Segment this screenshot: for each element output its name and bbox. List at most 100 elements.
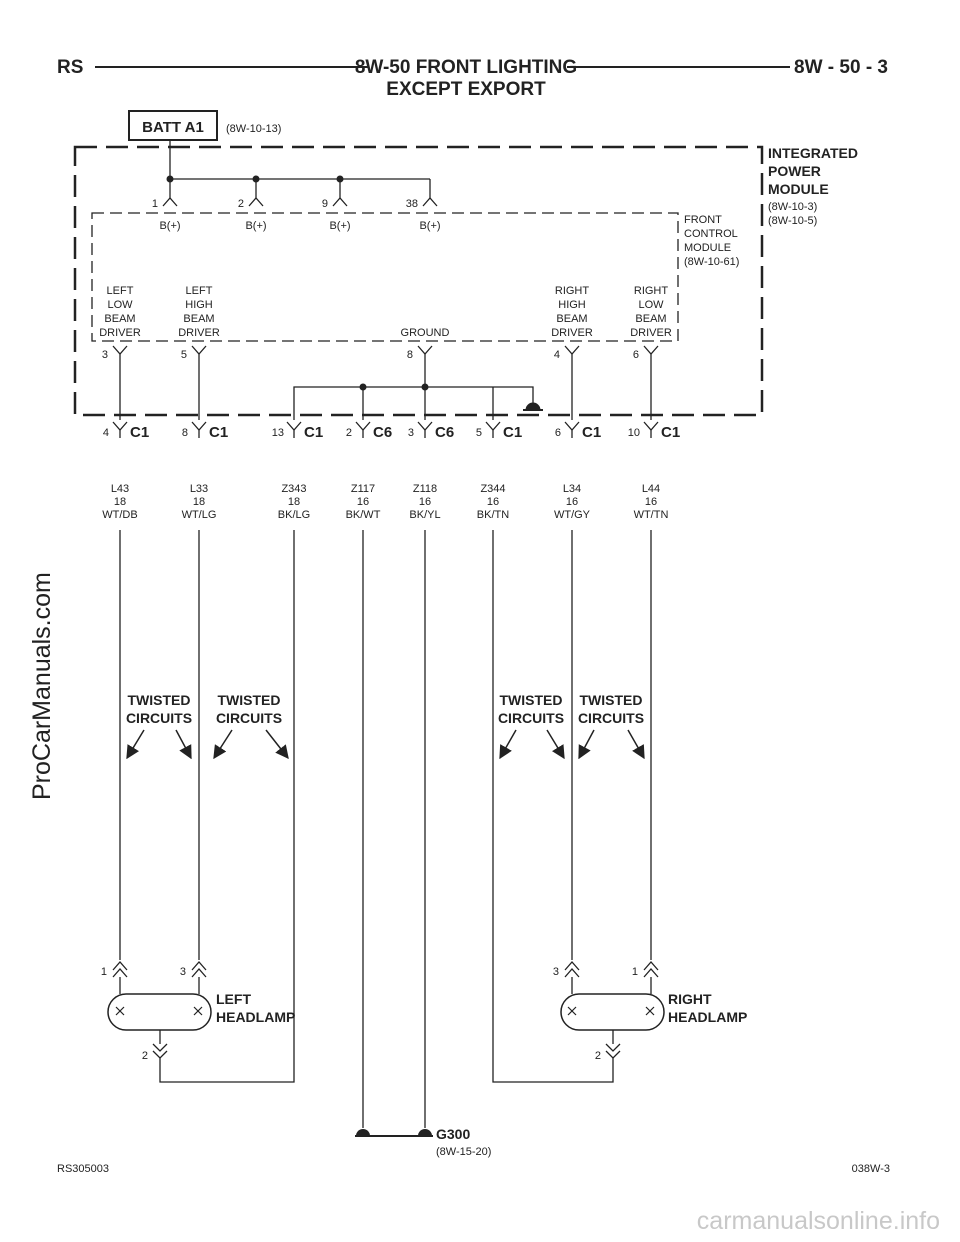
fcm-label-1: FRONT bbox=[684, 214, 722, 226]
svg-text:Z343: Z343 bbox=[281, 483, 306, 495]
ipm-box bbox=[73, 145, 764, 417]
svg-text:BK/TN: BK/TN bbox=[477, 509, 509, 521]
conn-name: C6 bbox=[373, 424, 392, 441]
right-lamp-pin: 1 bbox=[632, 966, 638, 978]
svg-text:WT/DB: WT/DB bbox=[102, 509, 137, 521]
svg-text:16: 16 bbox=[419, 496, 431, 508]
right-headlamp-pins bbox=[564, 961, 659, 1059]
svg-text:16: 16 bbox=[645, 496, 657, 508]
fcm-label-3: MODULE bbox=[684, 242, 731, 254]
g300-label: G300 bbox=[436, 1126, 470, 1142]
svg-text:WT/GY: WT/GY bbox=[554, 509, 591, 521]
header-left: RS bbox=[57, 57, 83, 78]
svg-text:BEAM: BEAM bbox=[635, 313, 666, 325]
page-header: RS 8W-50 FRONT LIGHTING EXCEPT EXPORT 8W… bbox=[57, 57, 888, 100]
svg-text:RIGHT: RIGHT bbox=[555, 285, 590, 297]
right-headlamp-bulb bbox=[560, 993, 665, 1031]
svg-text:LOW: LOW bbox=[638, 299, 664, 311]
svg-text:BEAM: BEAM bbox=[183, 313, 214, 325]
left-headlamp-bulb bbox=[107, 993, 212, 1031]
fcm-label-2: CONTROL bbox=[684, 228, 738, 240]
twisted-label-3: TWISTED CIRCUITS bbox=[498, 692, 564, 726]
ground-symbol bbox=[525, 402, 541, 411]
conn-name: C1 bbox=[209, 424, 228, 441]
svg-text:TWISTED: TWISTED bbox=[128, 692, 191, 708]
twisted-label-4: TWISTED CIRCUITS bbox=[578, 692, 644, 726]
conn-pin: 13 bbox=[272, 427, 284, 439]
svg-text:CIRCUITS: CIRCUITS bbox=[126, 710, 192, 726]
svg-text:DRIVER: DRIVER bbox=[99, 327, 141, 339]
twisted-label-2: TWISTED CIRCUITS bbox=[216, 692, 282, 726]
svg-text:LEFT: LEFT bbox=[107, 285, 134, 297]
driver-left-low: LEFT LOW BEAM DRIVER bbox=[99, 285, 141, 339]
footer-right: 038W-3 bbox=[852, 1163, 890, 1175]
svg-text:L43: L43 bbox=[111, 483, 129, 495]
conn-name: C1 bbox=[661, 424, 680, 441]
svg-text:Z344: Z344 bbox=[480, 483, 505, 495]
left-headlamp-label: HEADLAMP bbox=[216, 1009, 295, 1025]
svg-text:CIRCUITS: CIRCUITS bbox=[578, 710, 644, 726]
splice-dot bbox=[166, 175, 174, 183]
right-headlamp-label: RIGHT bbox=[668, 991, 712, 1007]
bplus-label: B(+) bbox=[329, 220, 350, 232]
splice-dot bbox=[252, 175, 260, 183]
g300-ground bbox=[355, 1129, 433, 1137]
left-headlamp-label: LEFT bbox=[216, 991, 251, 1007]
svg-text:L33: L33 bbox=[190, 483, 208, 495]
left-lamp-pin: 1 bbox=[101, 966, 107, 978]
left-headlamp-pins bbox=[112, 961, 207, 1059]
svg-text:DRIVER: DRIVER bbox=[551, 327, 593, 339]
right-lamp-pin: 2 bbox=[595, 1050, 601, 1062]
batt-ref: (8W-10-13) bbox=[226, 123, 281, 135]
g300-ref: (8W-15-20) bbox=[436, 1146, 491, 1158]
batt-box bbox=[128, 110, 218, 141]
ipm-label-1: INTEGRATED bbox=[768, 145, 858, 161]
header-title: 8W-50 FRONT LIGHTING bbox=[355, 57, 577, 78]
svg-text:TWISTED: TWISTED bbox=[218, 692, 281, 708]
svg-text:DRIVER: DRIVER bbox=[178, 327, 220, 339]
bottom-watermark: carmanualsonline.info bbox=[696, 1207, 940, 1235]
fcm-pin: 5 bbox=[181, 349, 187, 361]
left-lamp-pin: 2 bbox=[142, 1050, 148, 1062]
bplus-label: B(+) bbox=[245, 220, 266, 232]
side-watermark: ProCarManuals.com bbox=[28, 572, 56, 800]
conn-name: C1 bbox=[304, 424, 323, 441]
fcm-pin: 6 bbox=[633, 349, 639, 361]
svg-text:Z118: Z118 bbox=[413, 483, 437, 495]
driver-right-low: RIGHT LOW BEAM DRIVER bbox=[630, 285, 672, 339]
conn-name: C1 bbox=[503, 424, 522, 441]
filament-icon bbox=[115, 1006, 203, 1016]
bplus-pin: 9 bbox=[322, 198, 328, 210]
svg-text:RIGHT: RIGHT bbox=[634, 285, 669, 297]
ipm-label-3: MODULE bbox=[768, 181, 829, 197]
svg-text:WT/TN: WT/TN bbox=[634, 509, 669, 521]
bplus-label: B(+) bbox=[159, 220, 180, 232]
svg-text:LEFT: LEFT bbox=[186, 285, 213, 297]
conn-name: C1 bbox=[130, 424, 149, 441]
svg-text:16: 16 bbox=[566, 496, 578, 508]
footer-left: RS305003 bbox=[57, 1163, 109, 1175]
conn-pin: 10 bbox=[628, 427, 640, 439]
svg-text:Z117: Z117 bbox=[351, 483, 375, 495]
bplus-pin: 38 bbox=[406, 198, 418, 210]
svg-text:DRIVER: DRIVER bbox=[630, 327, 672, 339]
bplus-pin: 2 bbox=[238, 198, 244, 210]
fcm-pin: 8 bbox=[407, 349, 413, 361]
fcm-pin-symbols bbox=[112, 345, 659, 362]
conn-pin: 2 bbox=[346, 427, 352, 439]
conn-pin: 3 bbox=[408, 427, 414, 439]
bplus-bus bbox=[162, 140, 438, 207]
wire-labels: L43 18 WT/DB L33 18 WT/LG Z343 18 BK/LG … bbox=[102, 483, 668, 521]
svg-text:CIRCUITS: CIRCUITS bbox=[498, 710, 564, 726]
conn-name: C6 bbox=[435, 424, 454, 441]
header-subtitle: EXCEPT EXPORT bbox=[386, 79, 546, 100]
splice-dot bbox=[359, 383, 367, 391]
splice-dot bbox=[336, 175, 344, 183]
ground-label: GROUND bbox=[401, 327, 450, 339]
conn-pin: 5 bbox=[476, 427, 482, 439]
driver-left-high: LEFT HIGH BEAM DRIVER bbox=[178, 285, 220, 339]
svg-text:HIGH: HIGH bbox=[185, 299, 213, 311]
svg-text:BK/LG: BK/LG bbox=[278, 509, 310, 521]
svg-text:L34: L34 bbox=[563, 483, 581, 495]
